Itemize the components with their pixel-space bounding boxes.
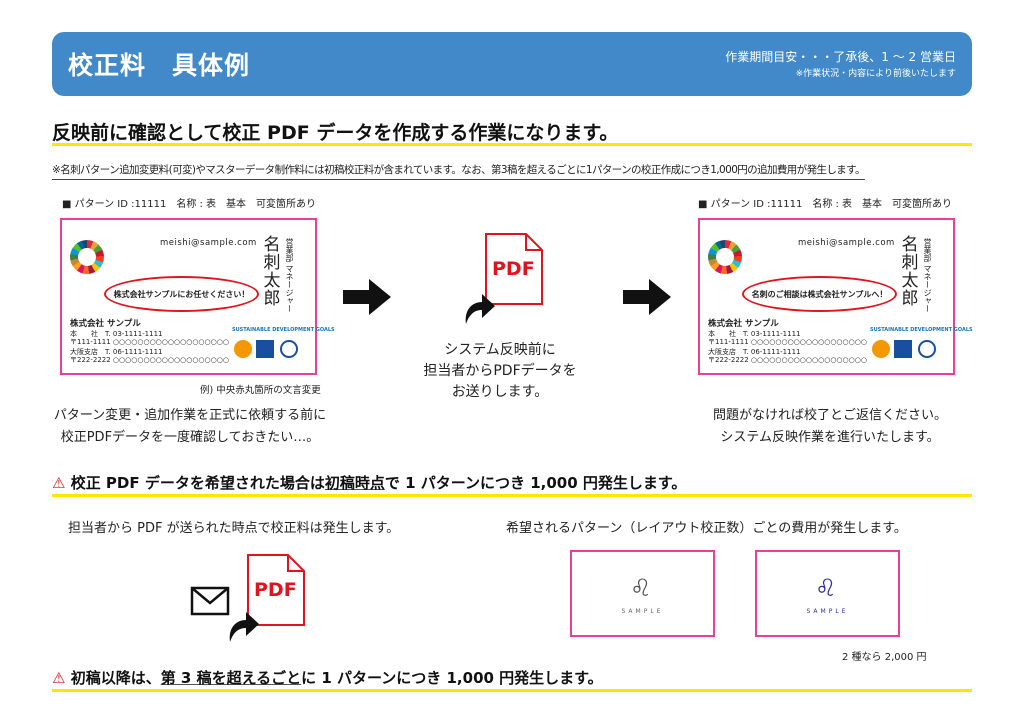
sample-card-blue: ♌ SAMPLE (755, 550, 900, 637)
center-description: システム反映前に 担当者からPDFデータを お送りします。 (400, 340, 600, 403)
divider (52, 494, 972, 497)
card-name: 名刺 太郎 (263, 235, 298, 309)
certification-badge-icon (872, 340, 890, 358)
fee-note: ※名刺パターン追加変更料(可変)やマスターデータ制作料には初稿校正料が含まれてい… (52, 162, 866, 180)
sample-label: SAMPLE (806, 608, 849, 615)
warning-icon: ⚠ (52, 669, 66, 687)
card-email: meishi@sample.com (798, 238, 895, 248)
business-card-preview: meishi@sample.com 名刺 太郎 営業部 マネージャー 名刺のご相… (698, 218, 973, 375)
sample-card-gray: ♌ SAMPLE (570, 550, 715, 637)
sample-label: SAMPLE (621, 608, 664, 615)
card-title: 営業部 マネージャー (923, 238, 932, 313)
divider (52, 143, 972, 146)
warning-text: 初稿以降は、 (70, 669, 161, 687)
text-line: システム反映前に (444, 342, 556, 358)
text-line: システム反映作業を進行いたします。 (720, 430, 940, 445)
oval-text: 株式会社サンプルにお任せください！ (113, 289, 250, 299)
price-note: 2 種なら 2,000 円 (842, 652, 927, 663)
pdf-document-icon: PDF (246, 553, 306, 627)
text-line: 問題がなければ校了とご返信ください。 (712, 408, 947, 423)
sdgs-wheel-icon (70, 240, 104, 274)
right-arrow-icon (343, 279, 391, 315)
privacy-mark-icon (918, 340, 936, 358)
card-name: 名刺 太郎 (901, 235, 936, 309)
card-caption: 例) 中央赤丸箇所の文言変更 (200, 385, 321, 396)
send-arrow-icon (465, 294, 495, 324)
divider (52, 689, 972, 692)
pdf-label: PDF (254, 579, 297, 601)
card-email: meishi@sample.com (160, 238, 257, 248)
card-company: 株式会社 サンプル (70, 319, 141, 329)
sub-right-text: 希望されるパターン（レイアウト校正数）ごとの費用が発生します。 (506, 521, 907, 536)
card-address: 大阪支店 T. 06-1111-1111 (708, 348, 801, 356)
left-description: パターン変更・追加作業を正式に依頼する前に 校正PDFデータを一度確認しておきた… (40, 405, 340, 449)
text-line: お送りします。 (451, 384, 549, 400)
text-line: 担当者からPDFデータを (423, 363, 577, 379)
pdf-document-icon: PDF (484, 232, 544, 306)
warning-text: 校正 PDF データを希望された場合は (70, 474, 325, 492)
highlight-oval: 名刺のご相談は株式会社サンプルへ！ (742, 276, 897, 312)
warning-emphasis: 第 3 稿を超えるごと (160, 669, 302, 687)
warning-icon: ⚠ (52, 474, 66, 492)
card-address: 大阪支店 T. 06-1111-1111 (70, 348, 163, 356)
card-address: 〒111-1111 ○○○○○○○○○○○○○○○○○○○ (70, 338, 229, 346)
lion-logo-icon: ♌ (630, 574, 652, 602)
text-line: 校正PDFデータを一度確認しておきたい…。 (60, 430, 320, 445)
sub-left-text: 担当者から PDF が送られた時点で校正料は発生します。 (68, 521, 400, 536)
warning-2: ⚠ 初稿以降は、第 3 稿を超えるごとに 1 パターンにつき 1,000 円発生… (52, 667, 603, 688)
warning-text: で 1 パターンにつき 1,000 円発生します。 (384, 474, 687, 492)
business-card-preview: meishi@sample.com 名刺 太郎 営業部 マネージャー 株式会社サ… (60, 218, 335, 375)
card-address: 〒111-1111 ○○○○○○○○○○○○○○○○○○○ (708, 338, 867, 346)
warning-1: ⚠ 校正 PDF データを希望された場合は初稿時点で 1 パターンにつき 1,0… (52, 472, 686, 493)
schedule-note: ※作業状況・内容により前後いたします (795, 69, 956, 79)
sdgs-goals-logo: SUSTAINABLE DEVELOPMENT GOALS (232, 327, 335, 333)
card-company: 株式会社 サンプル (708, 319, 779, 329)
sdgs-wheel-icon (708, 240, 742, 274)
certification-badge-icon (894, 340, 912, 358)
oval-text: 名刺のご相談は株式会社サンプルへ！ (751, 289, 888, 299)
pattern-label: ■ パターン ID :11111 名称 : 表 基本 可変箇所あり (698, 199, 953, 210)
right-description: 問題がなければ校了とご返信ください。 システム反映作業を進行いたします。 (680, 405, 980, 449)
right-arrow-icon (623, 279, 671, 315)
warning-text: に 1 パターンにつき 1,000 円発生します。 (301, 669, 603, 687)
lead-heading: 反映前に確認として校正 PDF データを作成する作業になります。 (52, 122, 619, 144)
card-address: 本 社 T. 03-1111-1111 (70, 330, 163, 338)
lion-logo-icon: ♌ (815, 574, 837, 602)
card-title: 営業部 マネージャー (285, 238, 294, 313)
warning-emphasis: 初稿時点 (324, 474, 385, 492)
sdgs-goals-logo: SUSTAINABLE DEVELOPMENT GOALS (870, 327, 973, 333)
card-address: 〒222-2222 ○○○○○○○○○○○○○○○○○○○ (70, 356, 229, 364)
text-line: パターン変更・追加作業を正式に依頼する前に (53, 408, 327, 423)
pattern-label: ■ パターン ID :11111 名称 : 表 基本 可変箇所あり (62, 199, 317, 210)
pdf-label: PDF (492, 258, 535, 280)
privacy-mark-icon (280, 340, 298, 358)
certification-badge-icon (256, 340, 274, 358)
schedule-text: 作業期間目安・・・了承後、1 ～ 2 営業日 (725, 50, 956, 64)
certification-badge-icon (234, 340, 252, 358)
send-arrow-icon (229, 612, 259, 642)
header-banner: 校正料 具体例 作業期間目安・・・了承後、1 ～ 2 営業日 ※作業状況・内容に… (52, 32, 972, 96)
card-address: 本 社 T. 03-1111-1111 (708, 330, 801, 338)
page-title: 校正料 具体例 (68, 51, 251, 80)
envelope-icon (190, 586, 230, 616)
highlight-oval: 株式会社サンプルにお任せください！ (104, 276, 259, 312)
card-address: 〒222-2222 ○○○○○○○○○○○○○○○○○○○ (708, 356, 867, 364)
